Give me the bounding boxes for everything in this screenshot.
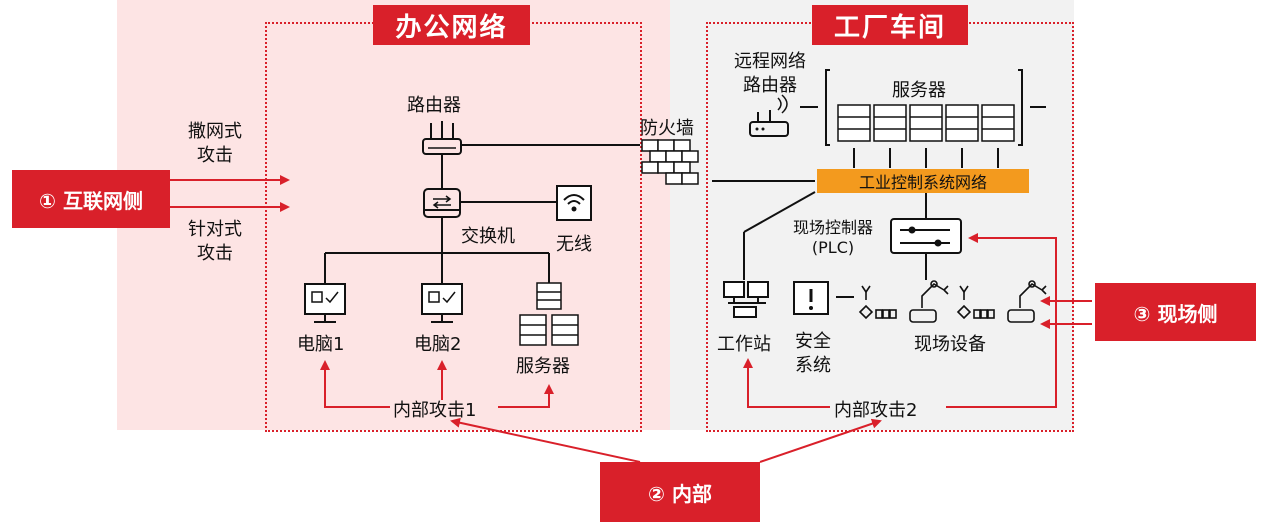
workstation-icon: [723, 281, 769, 318]
office-server-icon: [519, 282, 579, 346]
field-devices-icon: [858, 280, 1047, 323]
office-title: 办公网络: [373, 5, 530, 45]
plc-label: 现场控制器 (PLC): [792, 218, 874, 257]
factory-servers-icon: [837, 104, 1015, 142]
firewall-icon: [641, 139, 699, 185]
router-label: 路由器: [407, 95, 461, 116]
ics-network-bar: 工业控制系统网络: [817, 169, 1029, 193]
targeted-attack-label: 针对式 攻击: [188, 219, 242, 264]
field-side-badge: ③ 现场侧: [1095, 283, 1256, 341]
pc1-label: 电脑1: [297, 334, 345, 355]
remote-router-label: 远程网络 路由器: [734, 51, 806, 96]
firewall-label: 防火墙: [640, 118, 694, 139]
factory-title: 工厂车间: [812, 5, 968, 45]
pc2-icon: [421, 283, 463, 323]
internal-attack-2-label: 内部攻击2: [834, 400, 918, 421]
switch-label: 交换机: [461, 226, 515, 247]
plc-icon: [890, 218, 962, 254]
wireless-label: 无线: [556, 234, 592, 255]
workstation-label: 工作站: [717, 334, 771, 355]
router-icon: [422, 121, 462, 155]
internet-side-badge: ① 互联网侧: [12, 170, 170, 228]
broadcast-attack-label: 撒网式 攻击: [188, 121, 242, 166]
remote-router-icon: [749, 94, 789, 137]
wireless-icon: [556, 185, 592, 221]
field-devices-label: 现场设备: [914, 334, 986, 355]
safety-system-label: 安全 系统: [795, 331, 831, 376]
internal-attack-1-label: 内部攻击1: [393, 400, 477, 421]
factory-zone-bg: [670, 0, 1074, 430]
internal-badge: ② 内部: [600, 462, 760, 522]
pc2-label: 电脑2: [414, 334, 462, 355]
office-server-label: 服务器: [516, 356, 570, 377]
safety-system-icon: [793, 281, 829, 315]
pc1-icon: [304, 283, 346, 323]
factory-servers-label: 服务器: [892, 80, 946, 101]
switch-icon: [423, 188, 461, 218]
